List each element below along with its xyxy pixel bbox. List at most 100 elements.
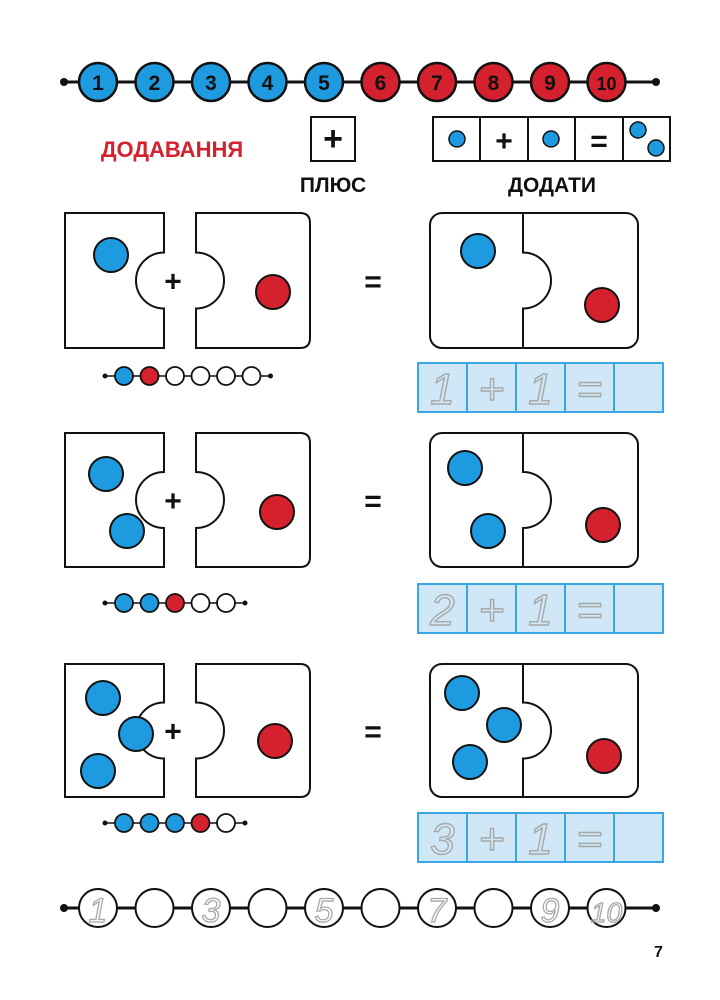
- bead-number: 8: [488, 72, 500, 95]
- answer-input-cell[interactable]: [613, 362, 664, 413]
- page-number: 7: [654, 944, 663, 961]
- trace-symbol: +: [479, 365, 505, 414]
- trace-number: 1: [89, 892, 108, 930]
- blue-bead: [139, 813, 160, 833]
- trace-cell: [417, 583, 468, 634]
- trace-symbol: =: [577, 365, 603, 414]
- red-counter: [586, 738, 622, 774]
- blue-counter: [85, 680, 121, 716]
- blue-number-bead: [247, 61, 288, 103]
- bead-strip: [102, 813, 248, 833]
- blue-bead: [114, 366, 134, 386]
- trace-number-bead: [191, 888, 231, 928]
- trace-cell: [417, 362, 468, 413]
- red-counter: [585, 507, 621, 543]
- addition-exercise: +=2+1=: [64, 432, 664, 636]
- bead-number: 3: [205, 72, 217, 95]
- empty-number-bead[interactable]: [134, 888, 175, 928]
- equals-sign: =: [364, 266, 382, 299]
- plus-sign: +: [164, 716, 182, 749]
- puzzle-piece-red-group: [195, 212, 311, 349]
- bead-number: 9: [544, 72, 556, 95]
- bead-number: 1: [92, 72, 104, 95]
- bead-number: 7: [431, 72, 443, 95]
- plus-sign-box: +: [310, 116, 356, 162]
- trace-symbol: 1: [430, 365, 454, 414]
- empty-number-bead[interactable]: [473, 888, 514, 928]
- example-caption: ДОДАТИ: [508, 174, 596, 197]
- puzzle-joined: [429, 212, 639, 349]
- page-title: ДОДАВАННЯ: [101, 137, 243, 162]
- red-number-bead: [360, 61, 401, 103]
- bead-strip: [102, 593, 248, 613]
- empty-bead: [241, 366, 262, 386]
- blue-number-bead: [190, 61, 232, 103]
- trace-symbol: 1: [528, 815, 552, 864]
- plus-caption: ПЛЮС: [300, 174, 366, 197]
- blue-counter: [470, 513, 506, 549]
- red-bead: [139, 366, 160, 386]
- empty-bead: [190, 593, 211, 613]
- trace-number-bead: [304, 888, 344, 928]
- puzzle-joined: [429, 663, 639, 798]
- blue-counter: [88, 456, 124, 492]
- trace-cell: [564, 583, 615, 634]
- bead-number: 5: [318, 72, 330, 95]
- empty-bead: [216, 813, 236, 833]
- blue-counter: [647, 139, 665, 157]
- empty-number-bead[interactable]: [247, 888, 288, 928]
- plus-sign: +: [164, 485, 182, 518]
- addition-exercise: +=3+1=: [64, 663, 664, 865]
- trace-symbol: +: [479, 586, 505, 635]
- blue-counter: [448, 130, 466, 148]
- blue-bead: [114, 813, 134, 833]
- trace-number-bead: [586, 888, 627, 928]
- blue-counter: [118, 716, 154, 752]
- line-end-dot: [60, 78, 68, 86]
- trace-cell: [564, 362, 615, 413]
- puzzle-left: +: [64, 212, 311, 349]
- bead-strip: [102, 366, 273, 386]
- red-counter: [584, 287, 620, 323]
- line-end-dot: [60, 904, 68, 912]
- trace-number-bead: [78, 888, 118, 928]
- puzzle-left: +: [64, 663, 311, 798]
- trace-symbol: =: [577, 586, 603, 635]
- answer-input-cell[interactable]: [613, 583, 664, 634]
- trace-number: 10: [591, 897, 623, 928]
- blue-counter: [93, 237, 129, 273]
- blue-counter: [452, 744, 488, 780]
- wire-end-dot: [242, 820, 248, 826]
- red-counter: [255, 274, 291, 310]
- blue-counter: [109, 513, 145, 549]
- blue-counter: [447, 450, 483, 486]
- red-counter: [259, 494, 295, 530]
- bead-number: 6: [375, 72, 387, 95]
- wire-end-dot: [242, 600, 248, 606]
- red-number-bead: [473, 61, 514, 103]
- trace-number: 3: [202, 892, 221, 930]
- puzzle-joined: [429, 432, 639, 568]
- wire-end-dot: [102, 373, 108, 379]
- puzzle-piece-blue-group: [64, 212, 165, 349]
- equals-sign: =: [364, 716, 382, 749]
- trace-symbol: =: [577, 815, 603, 864]
- blue-bead: [139, 593, 160, 613]
- addition-exercise: +=1+1=: [64, 212, 664, 415]
- empty-number-bead[interactable]: [360, 888, 401, 928]
- answer-boxes: 2+1=: [417, 583, 664, 636]
- blue-counter: [629, 121, 647, 139]
- trace-cell: [515, 812, 566, 863]
- puzzle-piece-blue-group: [64, 432, 165, 568]
- trace-cell: [515, 362, 566, 413]
- empty-bead: [190, 366, 211, 386]
- red-number-bead: [529, 61, 571, 103]
- trace-symbol: 2: [429, 586, 454, 635]
- example-plus: +: [495, 125, 513, 158]
- trace-number: 7: [428, 892, 448, 930]
- empty-bead: [216, 593, 236, 613]
- line-end-dot: [652, 78, 660, 86]
- equals-sign: =: [364, 485, 382, 518]
- answer-input-cell[interactable]: [613, 812, 664, 863]
